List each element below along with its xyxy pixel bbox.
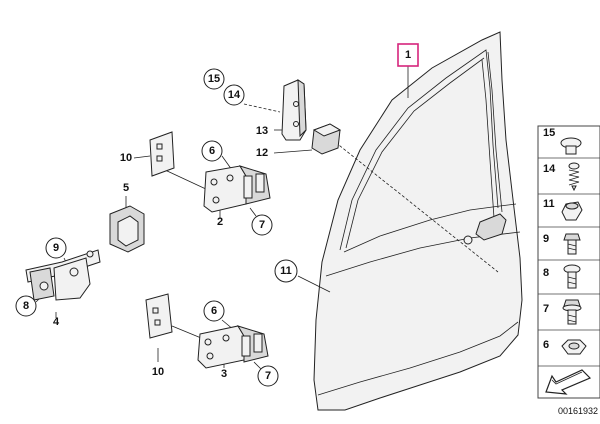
legend-item-15[interactable]: 15 <box>543 127 582 155</box>
legend-label-14: 14 <box>543 163 556 175</box>
hex-bolt-icon <box>563 233 581 255</box>
legend-item-6[interactable]: 6 <box>543 339 587 355</box>
flange-bolt-icon <box>562 299 582 325</box>
leader-door-hinge <box>319 129 499 273</box>
leader-11 <box>297 275 331 293</box>
shim-plate-lower[interactable] <box>145 293 173 339</box>
direction-arrow-icon <box>545 369 592 395</box>
callout-10-upper[interactable]: 10 <box>120 152 132 164</box>
cap-screw-icon <box>560 137 582 155</box>
legend-item-14[interactable]: 14 <box>543 162 580 192</box>
legend-item-8[interactable]: 8 <box>543 264 581 289</box>
legend-label-11: 11 <box>543 198 555 210</box>
door-stop-buffer[interactable] <box>311 123 342 155</box>
callout-9[interactable]: 9 <box>53 242 59 254</box>
callout-1[interactable]: 1 <box>405 49 411 61</box>
leader-10a <box>133 155 151 159</box>
door-stop-bracket[interactable] <box>281 79 307 141</box>
door-check-retainer[interactable] <box>109 205 145 253</box>
callout-12[interactable]: 12 <box>256 147 268 159</box>
legend-label-15: 15 <box>543 127 555 139</box>
leader-hinge-plate-a <box>164 169 209 191</box>
callout-3[interactable]: 3 <box>221 368 227 380</box>
door-check-strap[interactable] <box>25 249 101 301</box>
callout-1-box <box>397 43 419 67</box>
leader-12 <box>273 149 313 154</box>
legend-label-9: 9 <box>543 233 549 245</box>
callout-6-lower[interactable]: 6 <box>211 305 217 317</box>
legend-label-6: 6 <box>543 339 549 351</box>
leader-14 <box>243 103 281 113</box>
callout-7-upper[interactable]: 7 <box>259 219 265 231</box>
callout-7-lower[interactable]: 7 <box>265 370 271 382</box>
callout-6-upper[interactable]: 6 <box>209 145 215 157</box>
callout-14[interactable]: 14 <box>228 89 241 101</box>
legend-label-8: 8 <box>543 267 549 279</box>
callout-2[interactable]: 2 <box>217 216 223 228</box>
legend-item-7[interactable]: 7 <box>543 299 582 325</box>
shim-plate-upper[interactable] <box>149 131 175 177</box>
callout-10-lower[interactable]: 10 <box>152 366 164 378</box>
plug-icon <box>561 201 583 221</box>
upper-door-hinge[interactable] <box>203 165 271 213</box>
hex-nut-icon <box>561 339 587 355</box>
torx-bolt-icon <box>563 264 581 289</box>
callout-11[interactable]: 11 <box>280 265 292 277</box>
callout-5[interactable]: 5 <box>123 182 129 194</box>
callout-4[interactable]: 4 <box>53 316 60 328</box>
legend-label-7: 7 <box>543 303 549 315</box>
front-door-panel[interactable] <box>313 31 523 411</box>
document-id: 00161932 <box>558 406 598 416</box>
leader-7a <box>249 207 257 217</box>
callout-8[interactable]: 8 <box>23 300 29 312</box>
callout-15[interactable]: 15 <box>208 73 220 85</box>
legend-item-11[interactable]: 11 <box>543 198 583 221</box>
callout-13[interactable]: 13 <box>256 125 268 137</box>
spring-screw-icon <box>568 162 580 192</box>
legend-item-9[interactable]: 9 <box>543 233 581 255</box>
lower-door-hinge[interactable] <box>197 325 269 369</box>
